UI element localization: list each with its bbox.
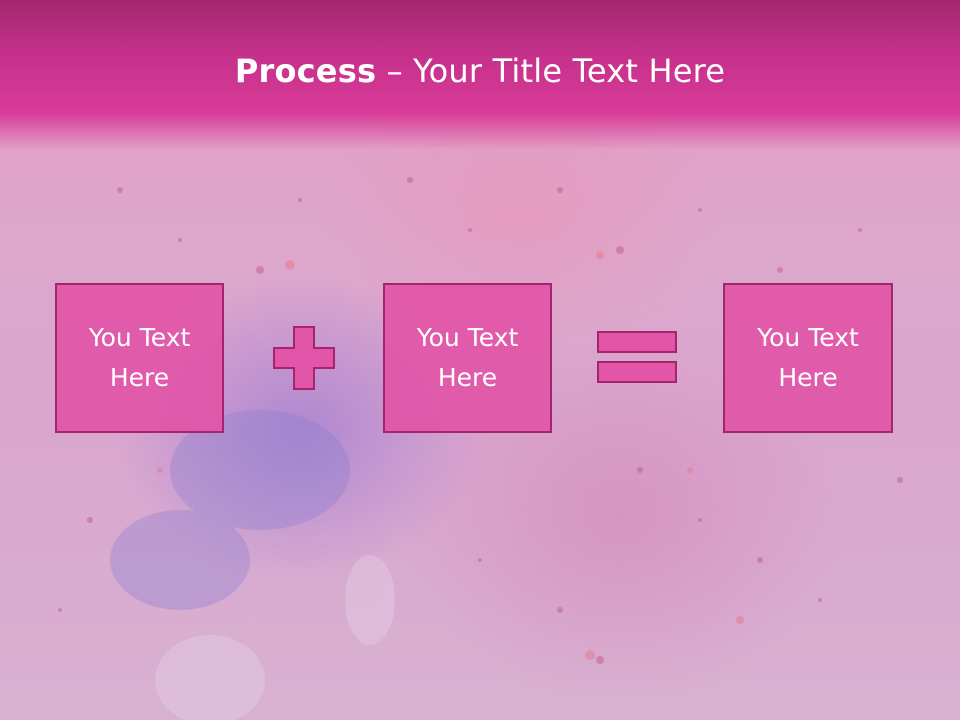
process-box-3-text: You Text Here bbox=[757, 323, 859, 392]
equals-icon bbox=[597, 331, 677, 383]
process-box-1-text: You Text Here bbox=[88, 323, 191, 392]
plus-icon bbox=[273, 326, 335, 390]
process-box-1[interactable]: You Text Here bbox=[55, 283, 224, 433]
process-box-3[interactable]: You Text Here bbox=[723, 283, 893, 433]
process-box-2-text: You Text Here bbox=[416, 323, 519, 392]
title-bar bbox=[0, 0, 960, 150]
process-box-2[interactable]: You Text Here bbox=[383, 283, 552, 433]
title-bold: Process bbox=[234, 52, 377, 90]
slide-title: Process – Your Title Text Here bbox=[0, 52, 960, 90]
title-rest: – Your Title Text Here bbox=[376, 52, 726, 90]
